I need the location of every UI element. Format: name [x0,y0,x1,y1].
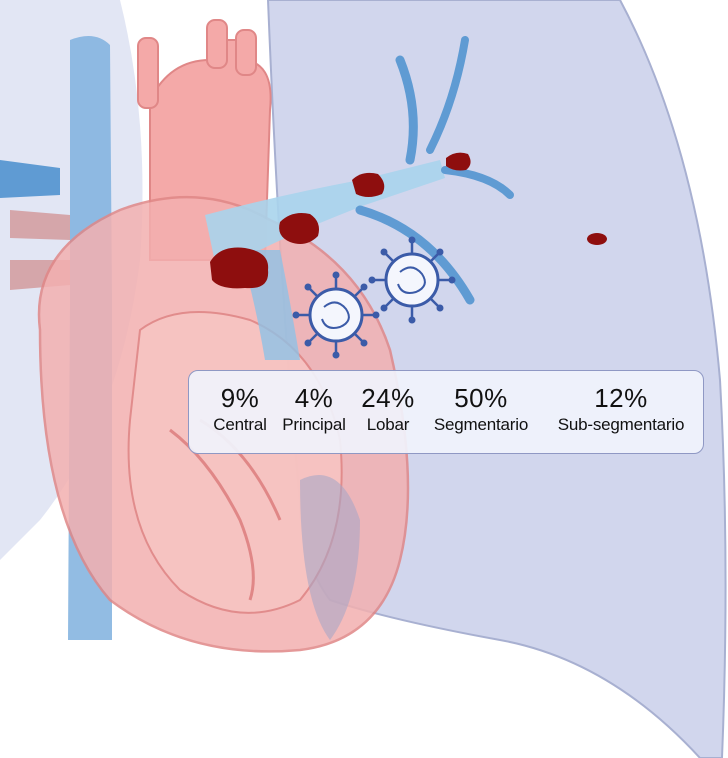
virus-icon-left [293,272,380,359]
left-vessel-branch-2 [10,210,70,240]
clot-central [210,248,268,289]
clot-subsegmental [587,233,607,245]
stat-central-percent: 9% [213,383,266,413]
aorta-branch-2 [207,20,227,68]
stat-lobar: 24% Lobar [361,371,415,435]
stat-central-label: Central [213,415,266,435]
stat-principal: 4% Principal [282,371,345,435]
stat-principal-label: Principal [282,415,345,435]
stat-subsegmental: 12% Sub-segmentario [558,371,684,435]
stat-subsegmental-percent: 12% [558,383,684,413]
virus-icon-right [369,237,456,324]
stat-lobar-percent: 24% [361,383,415,413]
aorta-branch-1 [138,38,158,108]
clot-lobar [352,173,384,197]
stat-lobar-label: Lobar [361,415,415,435]
stat-subsegmental-label: Sub-segmentario [558,415,684,435]
statistics-panel: 9% Central 4% Principal 24% Lobar 50% Se… [188,370,704,454]
stat-segmental: 50% Segmentario [434,371,528,435]
stat-segmental-percent: 50% [434,383,528,413]
stat-segmental-label: Segmentario [434,415,528,435]
stat-central: 9% Central [213,371,266,435]
stat-principal-percent: 4% [282,383,345,413]
aorta-branch-3 [236,30,256,75]
